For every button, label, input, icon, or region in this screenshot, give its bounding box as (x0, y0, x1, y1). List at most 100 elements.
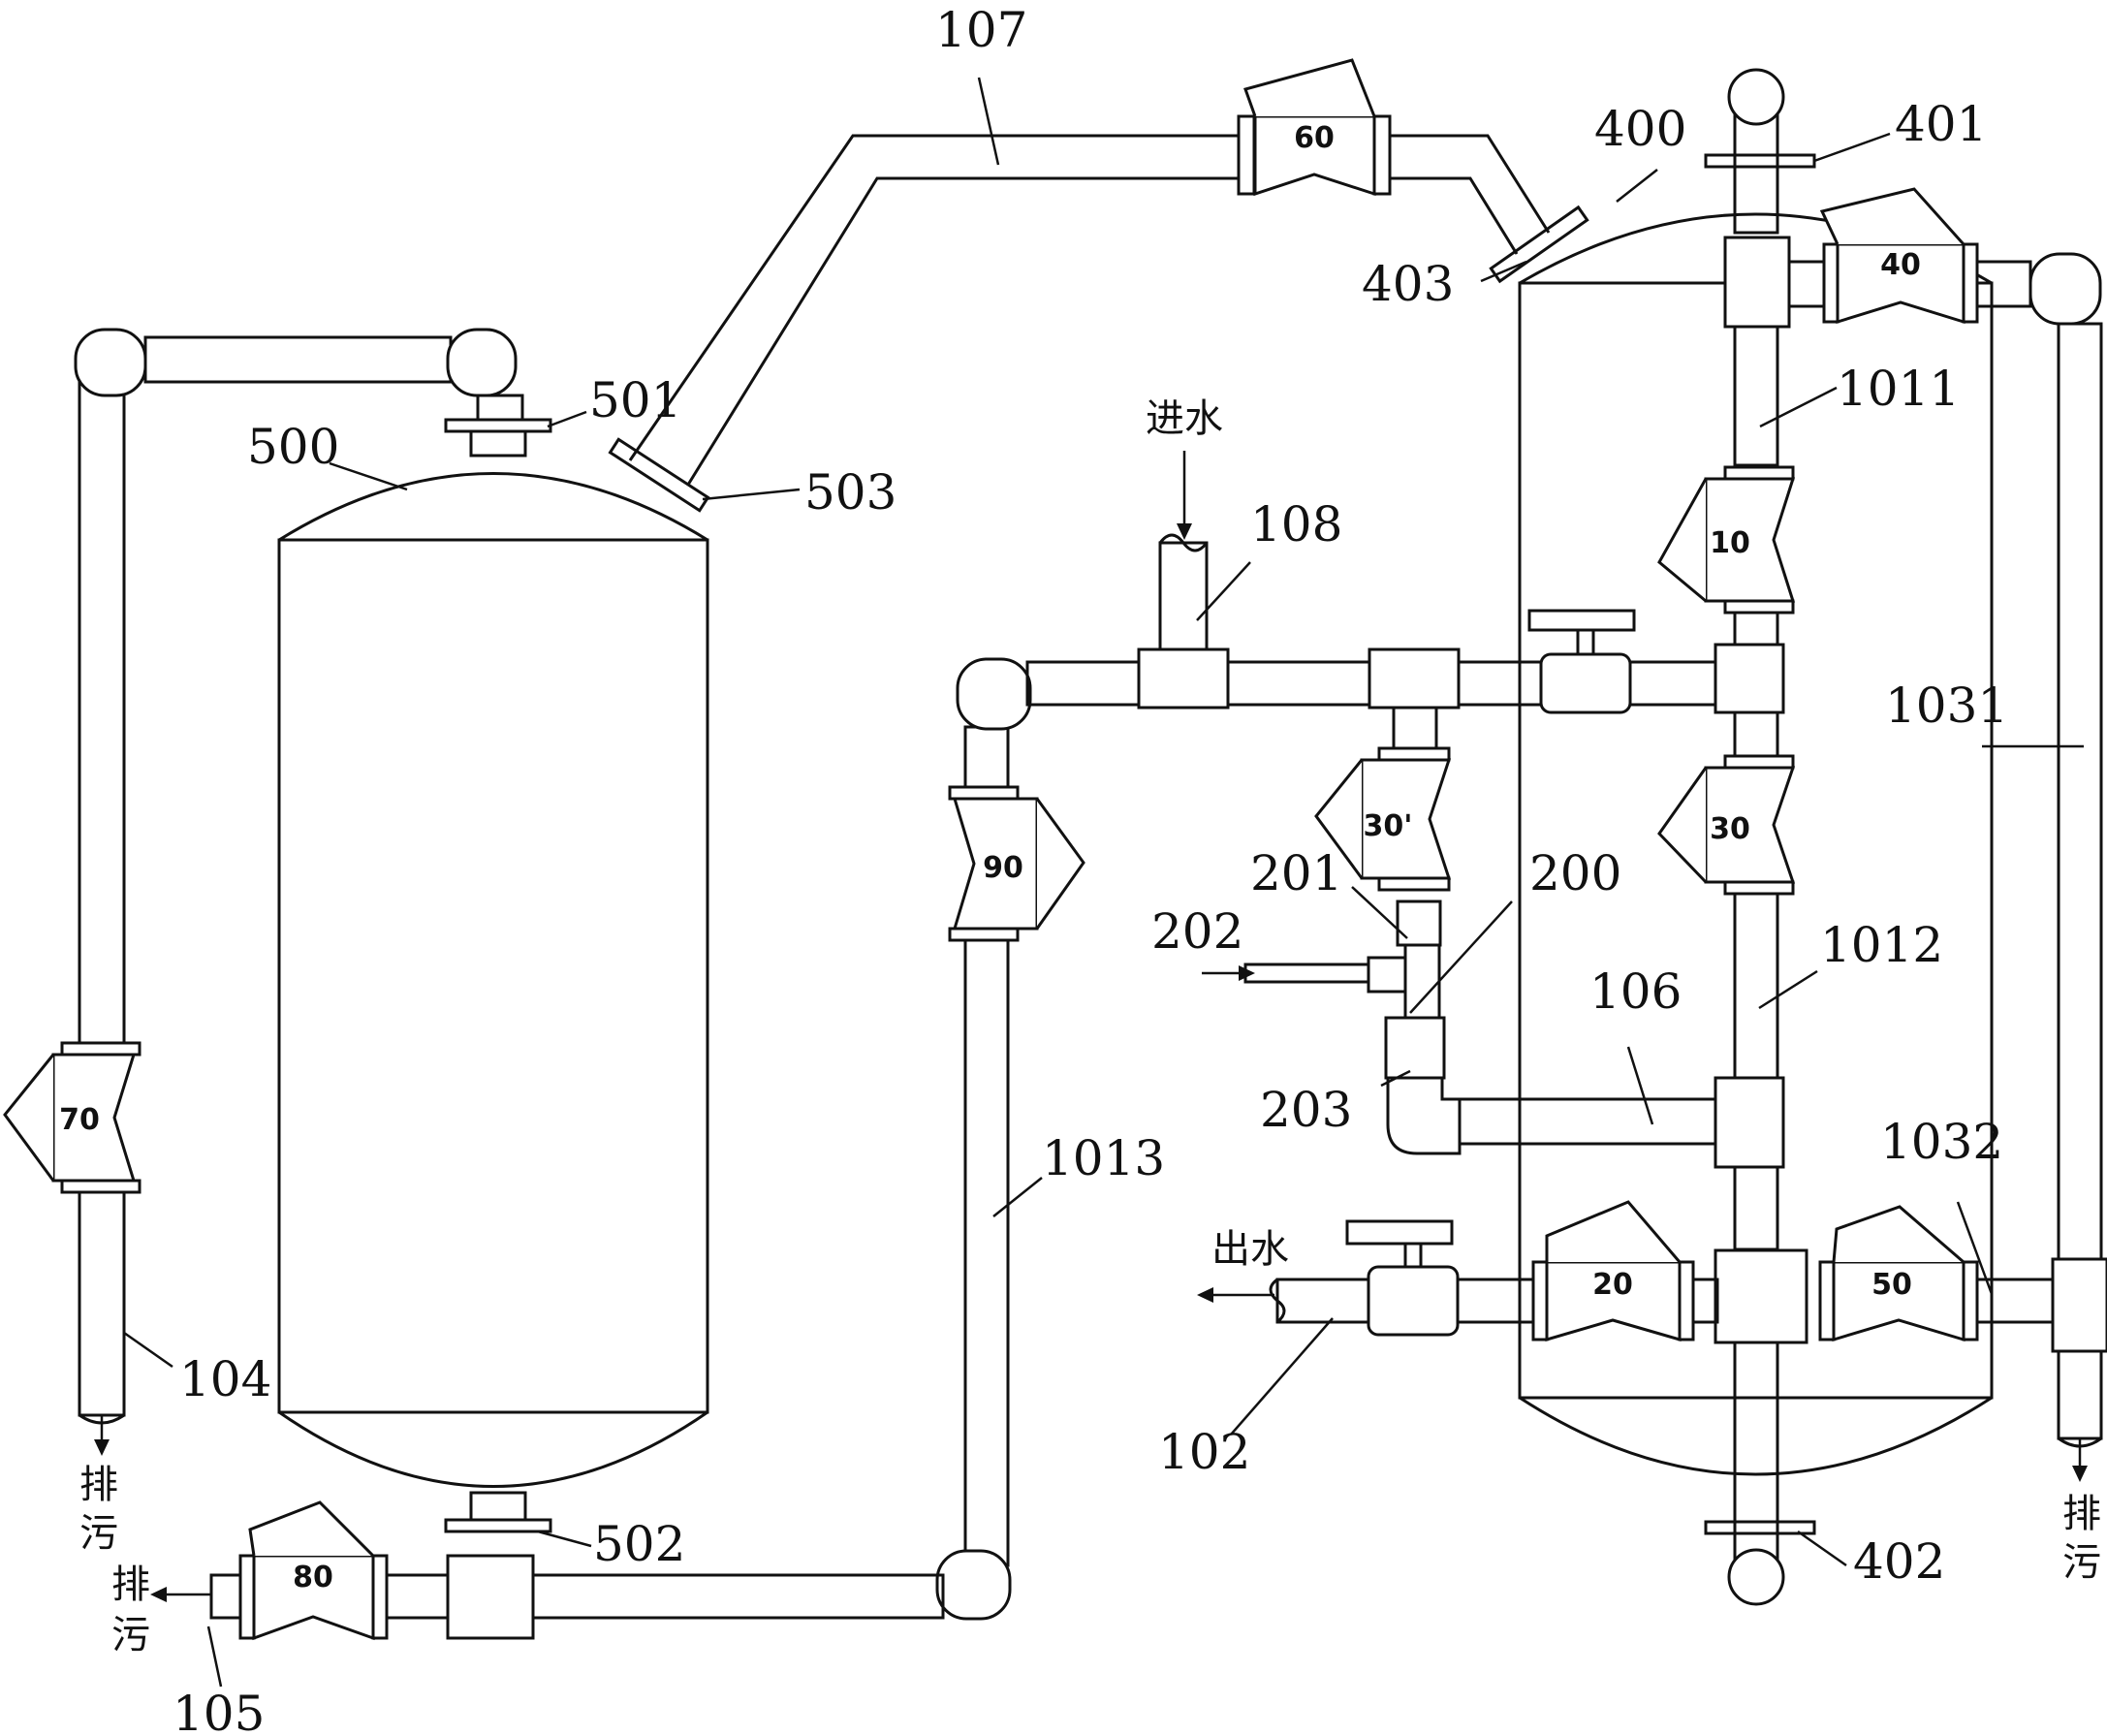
valve-70-flange-bottom (60, 1179, 142, 1194)
valve-10-label: 10 (1710, 526, 1750, 560)
ball-valve-outlet[interactable] (1367, 1265, 1460, 1337)
label-inlet: 进水 (1146, 396, 1223, 441)
pipe-1031-drain (2057, 1349, 2103, 1440)
valve-40-flange-right (1962, 242, 1979, 324)
valve-80[interactable]: 80 (248, 1500, 375, 1641)
valve-70-flange-top (60, 1041, 142, 1057)
ball-valve-header[interactable] (1539, 652, 1632, 714)
label-1013: 1013 (1042, 1130, 1165, 1186)
ball-valve-header-handle[interactable] (1527, 609, 1636, 632)
valve-70[interactable]: 70 (3, 1053, 137, 1183)
valve-90[interactable]: 90 (952, 797, 1085, 931)
label-108: 108 (1250, 496, 1342, 552)
valve-20-flange-right (1678, 1260, 1695, 1341)
tee-106 (1714, 1076, 1785, 1169)
nozzle-501-neck (469, 429, 527, 458)
label-drain-right-1: 排 (2062, 1492, 2101, 1536)
label-drain-right-2: 污 (2062, 1540, 2101, 1585)
flange-502 (444, 1518, 552, 1533)
valve-30-label: 30 (1710, 812, 1750, 846)
elbow-1013-bottom (935, 1549, 1012, 1621)
valve-60-flange-left (1237, 114, 1256, 196)
tee-30prime (1368, 647, 1461, 710)
reference-labels: 500 501 502 503 400 401 402 403 107 108 … (173, 2, 2008, 1736)
pipe-104-upper (78, 381, 126, 1054)
elbow-1013-top (956, 657, 1032, 731)
valve-60[interactable]: 60 (1243, 58, 1376, 197)
valve-10[interactable]: 10 (1657, 477, 1796, 603)
cross-20-50 (1714, 1248, 1808, 1344)
valve-90-flange-bottom (948, 927, 1020, 942)
pipe-1012-lower (1733, 1165, 1779, 1251)
valve-30prime-flange-bottom (1377, 876, 1451, 892)
valve-60-flange-right (1372, 114, 1392, 196)
elbow-501 (446, 328, 518, 397)
tee-40 (1723, 236, 1791, 329)
valve-10-flange-bottom (1723, 599, 1795, 615)
ejector-202-port (1367, 956, 1407, 994)
label-107: 107 (935, 2, 1027, 58)
valve-40-label: 40 (1880, 248, 1921, 282)
label-503: 503 (804, 464, 896, 521)
tank-500-top-head (278, 472, 708, 542)
label-401: 401 (1895, 96, 1987, 152)
valve-20-label: 20 (1592, 1268, 1633, 1302)
flow-arrows (94, 451, 2088, 1602)
pipe-104-lower (78, 1190, 126, 1417)
tee-1032 (2051, 1257, 2107, 1353)
elbow-bottom-400 (1727, 1548, 1785, 1606)
tank-500-bottom-head (278, 1410, 708, 1488)
valves: 60 40 10 30 30' 90 (3, 58, 1965, 1641)
valve-80-label: 80 (293, 1561, 333, 1594)
pipe-20-cross (1691, 1278, 1719, 1324)
leader-lines (123, 77, 2084, 1688)
piping (60, 68, 2107, 1640)
label-202: 202 (1151, 903, 1243, 960)
label-105: 105 (173, 1686, 265, 1736)
pipe-106 (1452, 1097, 1717, 1146)
flange-503 (608, 437, 710, 513)
valve-40[interactable]: 40 (1819, 187, 1965, 325)
tee-502 (446, 1554, 535, 1640)
valve-30prime-label: 30' (1364, 809, 1413, 843)
pipe-bottom-vertical (1733, 1341, 1779, 1577)
label-402: 402 (1853, 1533, 1945, 1590)
pipe-107-inner (686, 176, 1241, 486)
valve-30prime[interactable]: 30' (1314, 758, 1452, 880)
label-102: 102 (1158, 1424, 1250, 1480)
pipe-107-right-inner (1381, 176, 1519, 255)
valve-30[interactable]: 30 (1657, 766, 1796, 884)
label-drain-left-1: 排 (79, 1463, 118, 1507)
label-106: 106 (1589, 963, 1682, 1020)
label-501: 501 (589, 372, 681, 428)
ball-valve-outlet-stem (1403, 1242, 1423, 1269)
valve-60-label: 60 (1294, 121, 1335, 155)
label-201: 201 (1250, 845, 1342, 901)
label-1012: 1012 (1820, 917, 1943, 973)
tank-400-bottom-head (1519, 1396, 1993, 1476)
ejector-200-body (1403, 943, 1441, 1020)
ball-valve-outlet-handle[interactable] (1345, 1219, 1454, 1246)
pipe-10-30-a (1733, 611, 1779, 648)
label-1011: 1011 (1837, 361, 1960, 417)
inlet-header-right (1628, 660, 1719, 707)
tank-400 (1489, 153, 1994, 1535)
inlet-header-left (1025, 660, 1543, 707)
valve-40-flange-left (1822, 242, 1840, 324)
label-drain-bottom-1: 排 (111, 1562, 150, 1607)
valve-90-label: 90 (983, 851, 1023, 885)
valve-50[interactable]: 50 (1832, 1205, 1965, 1342)
pipe-30prime-top (1392, 706, 1438, 750)
label-104: 104 (179, 1351, 271, 1407)
nozzle-502 (469, 1491, 527, 1522)
elbow-top-left (74, 328, 147, 397)
valve-50-flange-left (1818, 1260, 1836, 1341)
pipe-107-right-outer (1381, 134, 1551, 234)
pipe-1012 (1733, 892, 1779, 1085)
valve-20[interactable]: 20 (1545, 1200, 1682, 1342)
valve-30-flange-bottom (1723, 880, 1795, 896)
valve-90-flange-top (948, 785, 1020, 801)
ejector-200-lower (1384, 1016, 1446, 1080)
valve-50-flange-right (1962, 1260, 1979, 1341)
